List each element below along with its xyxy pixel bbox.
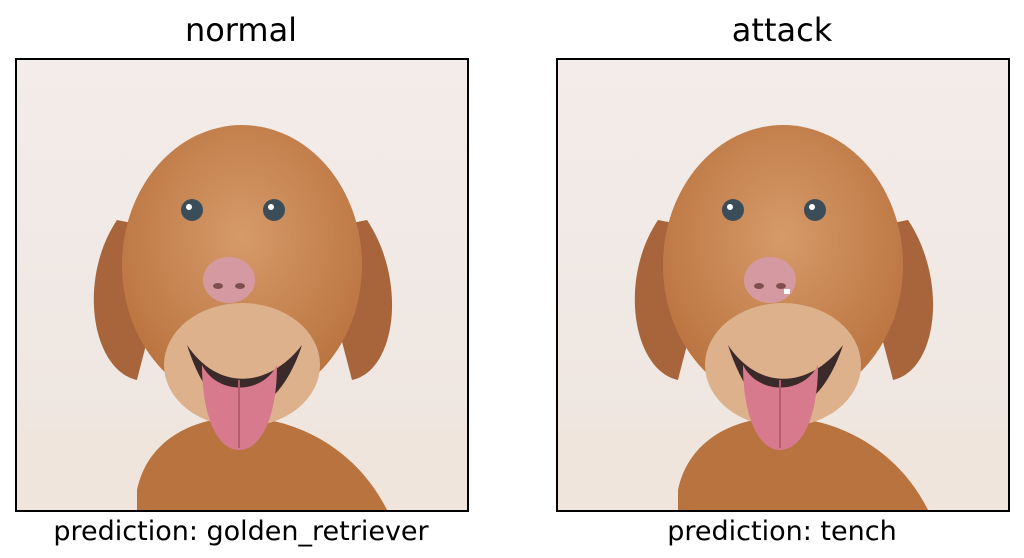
adversarial-patch — [784, 289, 790, 294]
normal-image-frame — [15, 58, 469, 512]
attack-panel-title: attack — [731, 11, 833, 49]
normal-prediction-caption: prediction: golden_retriever — [53, 516, 429, 547]
attack-dog-image — [558, 60, 1008, 510]
normal-panel-title: normal — [184, 11, 298, 49]
attack-image-frame — [556, 58, 1010, 512]
attack-prediction-caption: prediction: tench — [667, 516, 897, 547]
normal-dog-image — [17, 60, 467, 510]
